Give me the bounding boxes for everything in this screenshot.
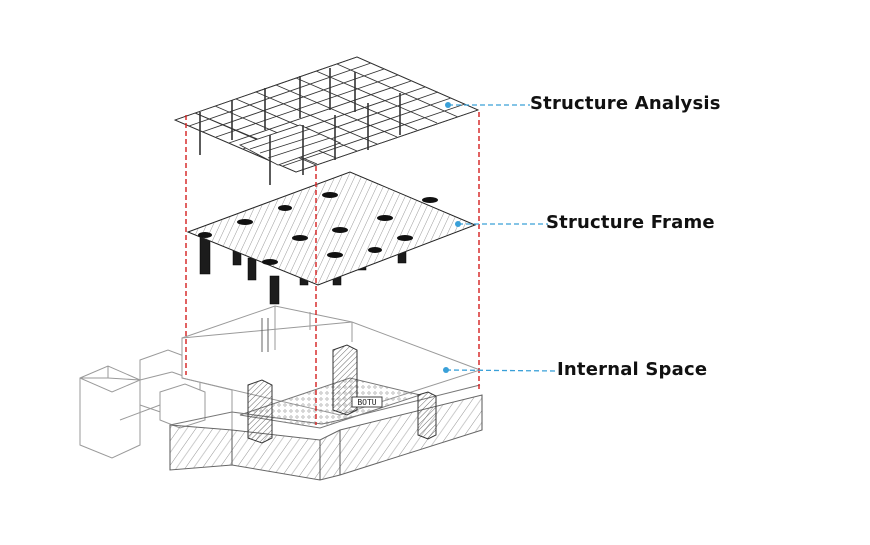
structure-analysis-layer <box>173 56 480 185</box>
leader-lines <box>443 102 559 373</box>
analysis-lower-step <box>238 124 342 166</box>
label-internal-space: Internal Space <box>557 359 708 380</box>
interior-pillars <box>247 344 437 444</box>
front-facade <box>169 384 483 481</box>
structure-frame-layer <box>186 171 477 305</box>
leader-dot-structure-frame <box>455 221 461 227</box>
analysis-grid-outline <box>173 56 480 173</box>
sign-text: BOTU <box>357 398 376 407</box>
frame-hubs <box>198 192 438 265</box>
frame-slab-texture <box>188 172 475 285</box>
vertical-guides <box>185 112 480 425</box>
label-structure-frame: Structure Frame <box>546 212 715 233</box>
sign-plate <box>351 396 383 408</box>
analysis-posts <box>199 68 401 185</box>
internal-space-layer: BOTU <box>79 305 483 481</box>
leader-internal-space <box>445 369 559 372</box>
leader-dot-structure-analysis <box>445 102 451 108</box>
label-structure-analysis: Structure Analysis <box>530 93 721 114</box>
leader-dot-internal-space <box>443 367 449 373</box>
